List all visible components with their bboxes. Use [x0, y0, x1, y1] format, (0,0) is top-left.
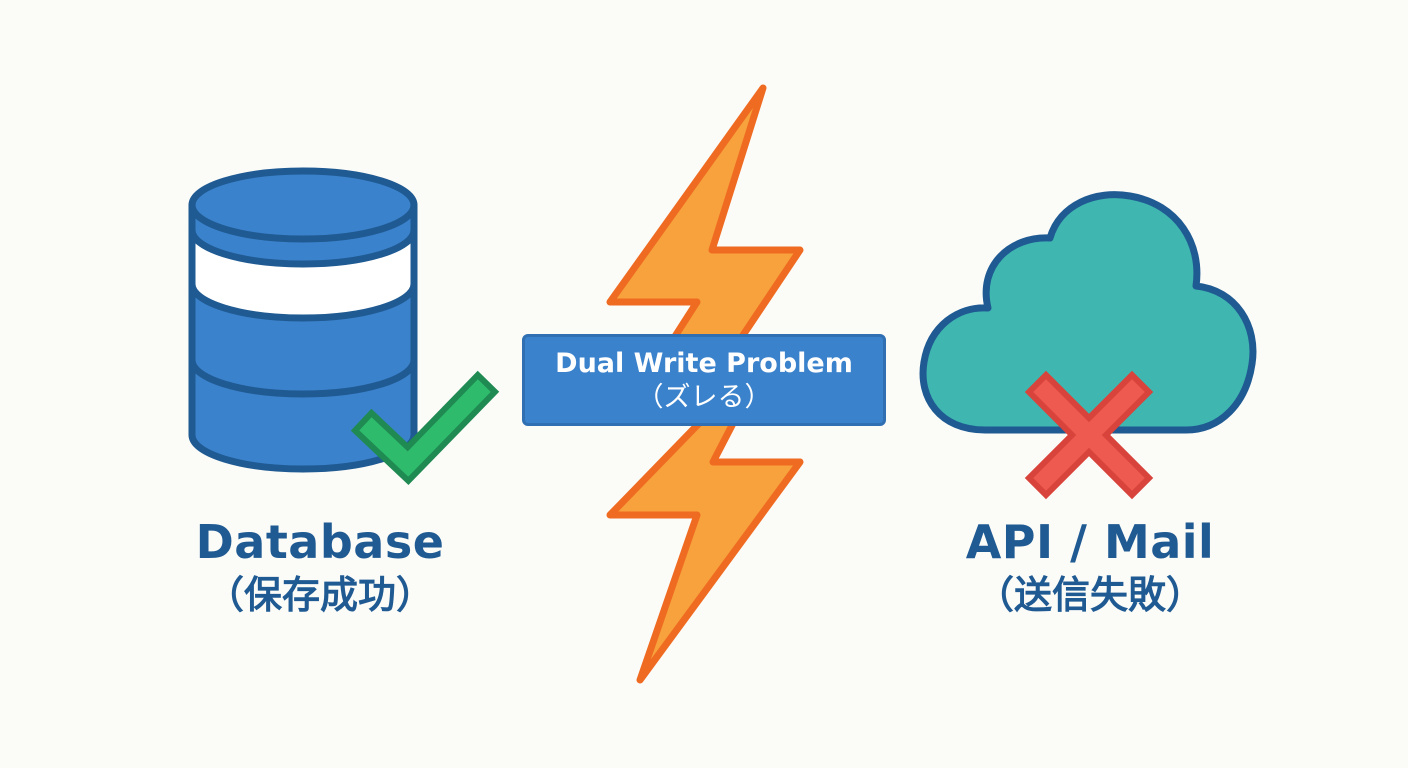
database-title: Database: [195, 515, 445, 569]
database-icon: [188, 167, 418, 473]
banner-title: Dual Write Problem: [555, 348, 853, 379]
api-mail-label: API / Mail （送信失敗）: [900, 514, 1280, 620]
cross-icon: [1024, 370, 1154, 500]
check-icon: [350, 370, 500, 486]
api-mail-subtitle: （送信失敗）: [975, 573, 1204, 617]
api-mail-title: API / Mail: [965, 515, 1215, 569]
database-subtitle: （保存成功）: [205, 573, 434, 617]
database-label: Database （保存成功）: [130, 514, 510, 620]
cloud-icon: [919, 191, 1257, 434]
dual-write-banner: Dual Write Problem （ズレる）: [522, 334, 886, 426]
banner-subtitle: （ズレる）: [636, 382, 772, 413]
